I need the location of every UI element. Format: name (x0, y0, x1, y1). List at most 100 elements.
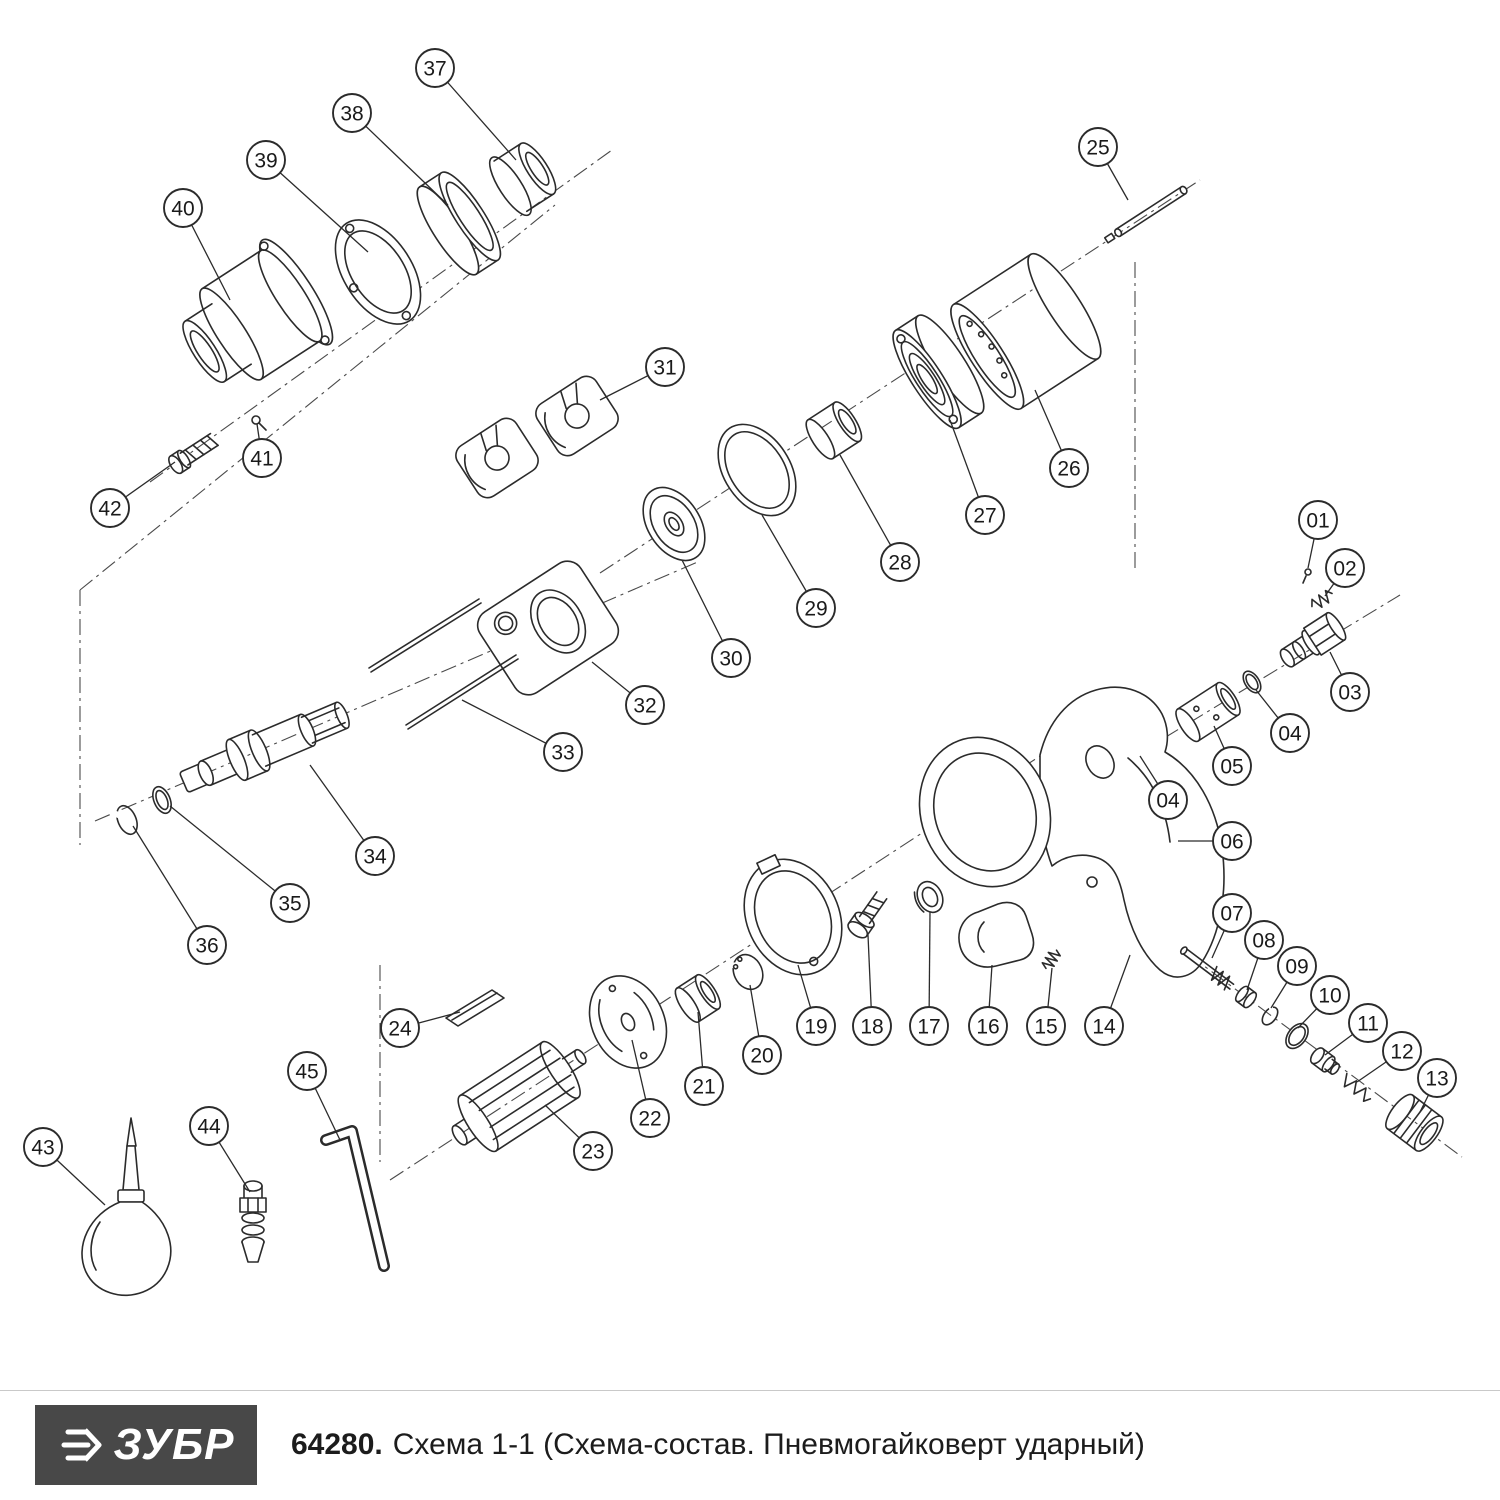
callout-circle-39 (246, 140, 286, 180)
callout-41: 41 (242, 423, 282, 478)
zubr-logo-icon (61, 1428, 102, 1462)
callout-27: 27 (949, 419, 1005, 535)
callout-number-24: 24 (388, 1018, 412, 1041)
callout-circle-09 (1277, 946, 1317, 986)
part-20-snap-ring (730, 953, 764, 991)
callout-number-41: 41 (250, 448, 273, 471)
callout-23: 23 (544, 1104, 613, 1171)
callout-30: 30 (681, 559, 751, 678)
callout-22: 22 (630, 1039, 670, 1138)
part-10-o-ring (1285, 1022, 1309, 1050)
callout-number-44: 44 (197, 1116, 221, 1139)
callout-number-17: 17 (917, 1016, 940, 1039)
callout-04: 04 (1255, 689, 1310, 753)
callout-number-26: 26 (1057, 458, 1080, 481)
callout-12: 12 (1356, 1031, 1422, 1083)
callout-15: 15 (1026, 967, 1066, 1046)
callout-34: 34 (309, 764, 395, 876)
callout-19: 19 (796, 964, 836, 1046)
callout-number-23: 23 (581, 1141, 604, 1164)
callout-circle-28 (880, 542, 920, 582)
callout-28: 28 (839, 454, 920, 582)
callout-circle-16 (968, 1006, 1008, 1046)
callout-circle-31 (645, 347, 685, 387)
callout-26: 26 (1034, 389, 1089, 488)
callout-circle-25 (1078, 127, 1118, 167)
callout-circle-15 (1026, 1006, 1066, 1046)
part-04-o-ring-a (1242, 670, 1262, 694)
callout-circle-01 (1298, 500, 1338, 540)
callout-number-04: 04 (1156, 790, 1180, 813)
callout-circle-05 (1212, 746, 1252, 786)
model-number: 64280. (291, 1428, 383, 1461)
part-08-sleeve (1234, 985, 1258, 1009)
part-17-collar (913, 880, 944, 914)
callout-number-12: 12 (1390, 1041, 1413, 1064)
callout-number-35: 35 (278, 893, 301, 916)
part-26-cylinder (950, 252, 1102, 411)
part-24-vane (445, 989, 505, 1027)
callout-circle-38 (332, 93, 372, 133)
callout-number-37: 37 (423, 58, 446, 81)
part-37-bushing (488, 142, 557, 217)
callout-07: 07 (1211, 893, 1252, 959)
callout-number-42: 42 (98, 498, 121, 521)
part-45-hex-key (320, 1125, 390, 1272)
callouts-layer: 3738394025314142262728293001020304050406… (23, 48, 1457, 1206)
part-38-ring-set (416, 171, 502, 276)
part-33-hammer-pins (368, 598, 519, 730)
callout-circle-33 (543, 732, 583, 772)
callout-circle-14 (1084, 1006, 1124, 1046)
callout-circle-45 (287, 1051, 327, 1091)
zubr-logo: ЗУБР (35, 1405, 257, 1485)
callout-circle-34 (355, 836, 395, 876)
callout-number-07: 07 (1220, 903, 1243, 926)
callout-number-31: 31 (653, 357, 676, 380)
part-41-pin (251, 415, 267, 431)
callout-number-04: 04 (1278, 723, 1302, 746)
callout-21: 21 (684, 1011, 724, 1106)
part-03-valve-stem (1279, 611, 1347, 668)
callout-circle-06 (1212, 821, 1252, 861)
callout-17: 17 (909, 911, 949, 1046)
callout-number-03: 03 (1338, 682, 1361, 705)
callout-circle-35 (270, 883, 310, 923)
part-16-trigger (958, 901, 1035, 968)
callout-circle-04 (1270, 713, 1310, 753)
part-44-air-fitting (239, 1180, 267, 1263)
callout-number-43: 43 (31, 1137, 54, 1160)
callout-number-05: 05 (1220, 756, 1243, 779)
callout-16: 16 (968, 964, 1008, 1046)
part-25-rod (1103, 185, 1188, 244)
callout-number-32: 32 (633, 695, 656, 718)
callout-circle-43 (23, 1127, 63, 1167)
callout-06: 06 (1178, 821, 1252, 861)
callout-number-16: 16 (976, 1016, 999, 1039)
callout-number-33: 33 (551, 742, 574, 765)
part-31-hammer-b (535, 375, 619, 457)
callout-circle-23 (573, 1131, 613, 1171)
callout-circle-17 (909, 1006, 949, 1046)
zubr-logo-text: ЗУБР (113, 1420, 235, 1469)
callout-45: 45 (287, 1051, 341, 1141)
part-40-clutch-housing (182, 238, 334, 383)
callout-number-30: 30 (719, 648, 742, 671)
callout-circle-21 (684, 1066, 724, 1106)
callout-number-13: 13 (1425, 1068, 1448, 1091)
callout-number-18: 18 (860, 1016, 883, 1039)
callout-number-40: 40 (171, 198, 194, 221)
callout-circle-08 (1244, 920, 1284, 960)
callout-03: 03 (1329, 651, 1370, 712)
callout-number-20: 20 (750, 1045, 773, 1068)
callout-11: 11 (1324, 1003, 1388, 1056)
callout-35: 35 (169, 805, 310, 923)
callout-09: 09 (1270, 946, 1317, 1009)
callout-number-06: 06 (1220, 831, 1243, 854)
callout-circle-26 (1049, 448, 1089, 488)
part-30-washer (642, 486, 706, 562)
callout-number-25: 25 (1086, 137, 1109, 160)
part-07-pin-spring (1179, 946, 1235, 991)
callout-25: 25 (1078, 127, 1129, 201)
callout-08: 08 (1244, 920, 1284, 991)
